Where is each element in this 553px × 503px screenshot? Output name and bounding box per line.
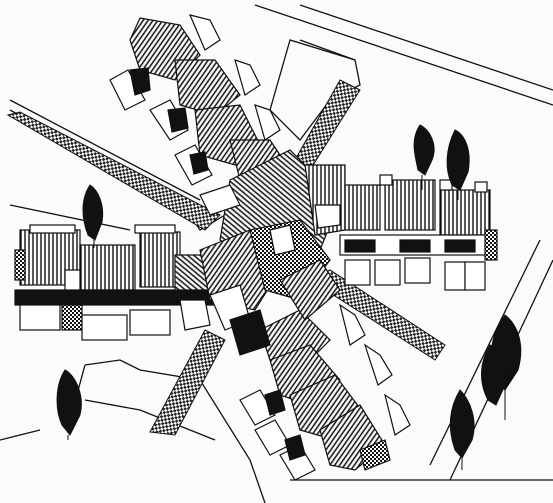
tree-east-2 [446,129,470,200]
tree-southeast-3 [449,389,475,470]
tree-east-1 [413,124,435,190]
tree-southwest [56,369,82,440]
row-houses-south-arm [239,303,411,481]
row-houses-east-arm [339,174,498,291]
diagonal-paths [6,79,446,436]
row-houses-west-arm [14,224,216,341]
trees [56,124,522,470]
central-cluster [179,149,346,356]
tree-southeast-2 [481,344,507,406]
row-houses-north-arm [109,14,291,186]
tree-west [82,184,104,248]
